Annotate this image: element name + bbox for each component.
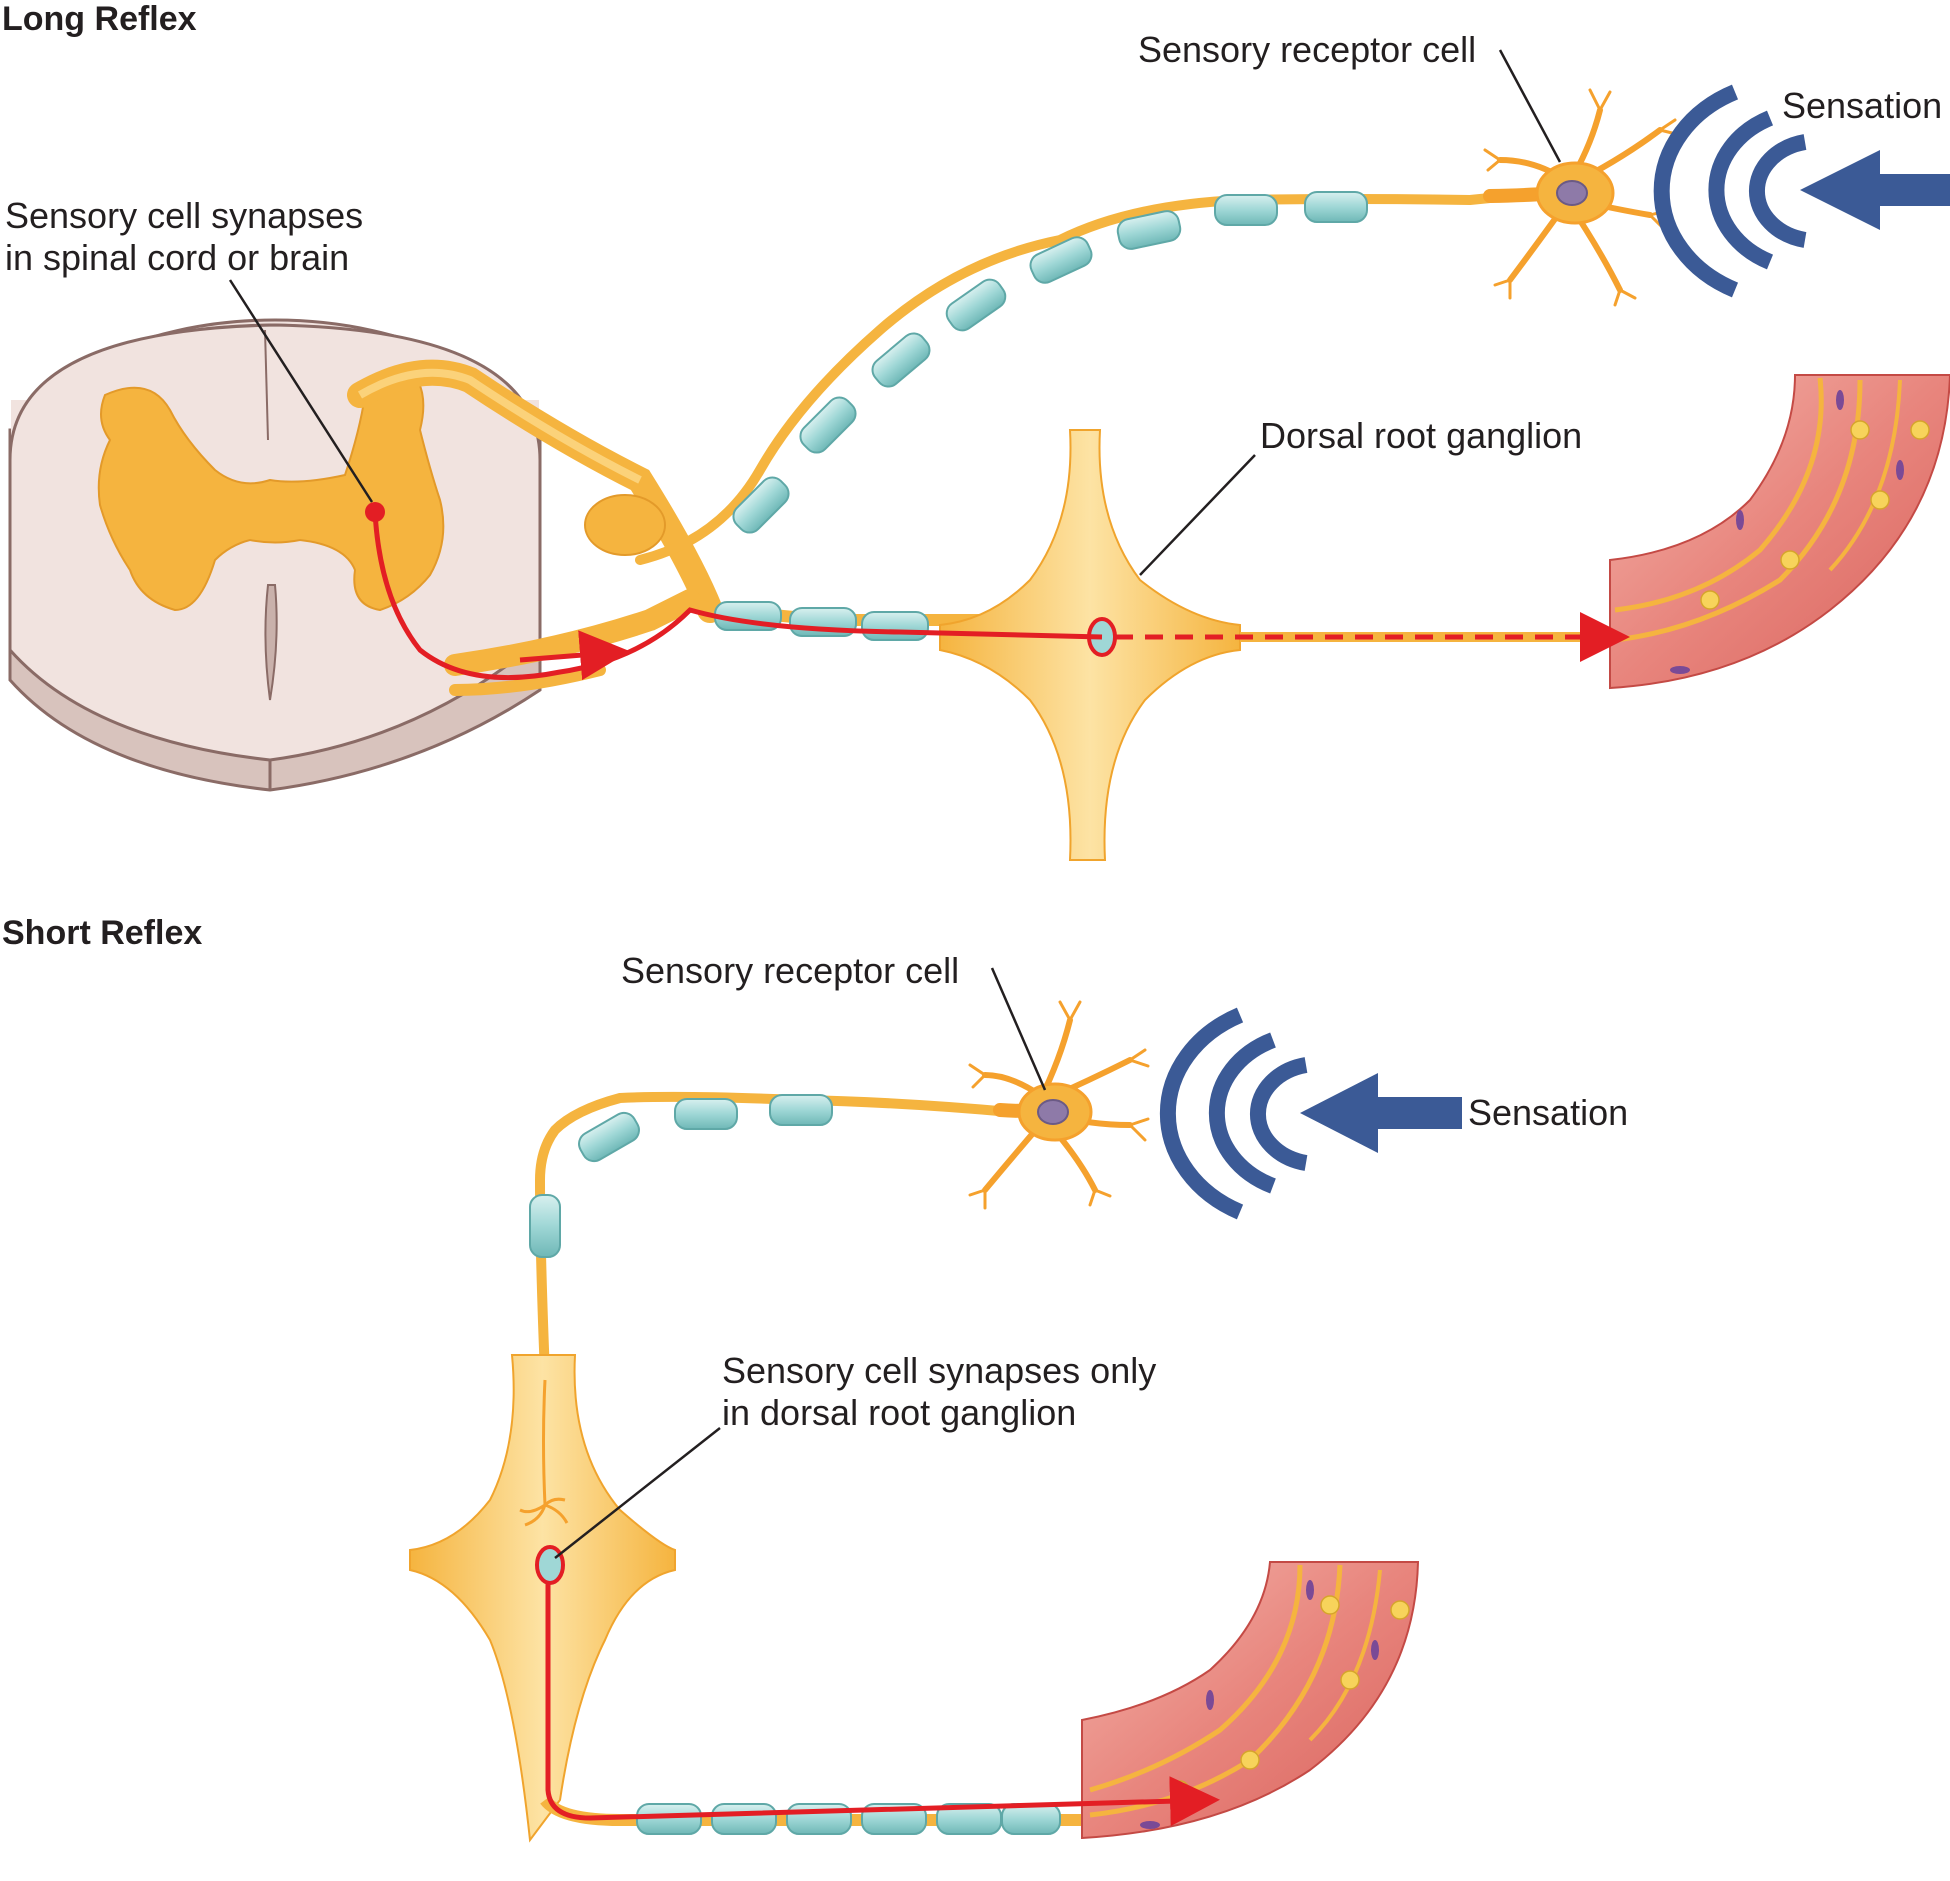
short-synapse-label-line2: in dorsal root ganglion [722, 1392, 1076, 1433]
spinal-cord [8, 318, 542, 792]
short-sensation-arrow [1300, 1073, 1462, 1153]
short-sensory-receptor-neuron [968, 1000, 1150, 1210]
short-dorsal-root-ganglion [409, 1354, 676, 1843]
short-sensation-waves [1159, 1007, 1308, 1220]
short-myelin-sheaths [529, 1094, 833, 1258]
long-synapse-label-line2: in spinal cord or brain [5, 237, 349, 278]
long-sensation-label: Sensation [1782, 85, 1942, 126]
long-reflex-title: Long Reflex [2, 0, 197, 38]
long-sensation-arrow [1800, 150, 1950, 230]
long-synapse-leader-line [228, 279, 374, 503]
long-synapse-label-line1: Sensory cell synapses [5, 195, 363, 236]
long-dorsal-root-ganglion [939, 429, 1241, 861]
long-ganglion-label: Dorsal root ganglion [1260, 415, 1582, 456]
long-sensory-receptor-neuron [1483, 88, 1682, 307]
long-sensation-waves [1653, 84, 1807, 298]
short-synapse-leader-line [554, 1427, 721, 1559]
short-reflex-title: Short Reflex [2, 914, 202, 952]
short-sensation-label: Sensation [1468, 1092, 1628, 1133]
short-sensory-receptor-label: Sensory receptor cell [621, 950, 959, 991]
long-synapse-point [365, 502, 385, 522]
long-receptor-leader-line [1498, 49, 1562, 163]
short-motor-myelin [636, 1803, 1061, 1835]
short-receptor-leader-line [990, 967, 1047, 1091]
long-sensory-receptor-label: Sensory receptor cell [1138, 29, 1476, 70]
short-synapse-label-line1: Sensory cell synapses only [722, 1350, 1156, 1391]
short-muscle-tissue [1081, 1561, 1420, 1840]
long-myelin-sheaths [732, 191, 1368, 534]
long-ganglion-leader-line [1139, 454, 1256, 576]
long-muscle-tissue [1609, 374, 1950, 690]
